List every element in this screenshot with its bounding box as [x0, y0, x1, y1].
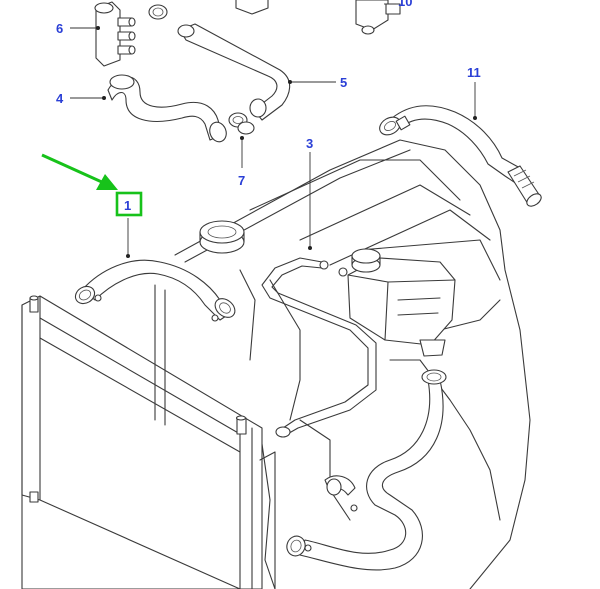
formed-hose-part-4: [107, 74, 227, 143]
hose-clip-top: [148, 4, 168, 20]
t-connector-part-6: [94, 1, 136, 67]
highlight-marker: [41, 153, 143, 217]
expansion-tank: [338, 248, 456, 357]
callout-labels: 1 3 4 5 6 7 10 11: [56, 0, 481, 213]
long-hose-part-5: [177, 23, 291, 121]
hose-clips-part-7: [228, 112, 255, 135]
callout-5[interactable]: 5: [340, 75, 347, 90]
highlight-box: [115, 191, 143, 217]
bottom-hoses: [286, 369, 447, 571]
top-radiator-hose: [74, 259, 236, 322]
valve-part-10: [235, 0, 401, 35]
leader-lines: [70, 3, 477, 258]
callout-11[interactable]: 11: [467, 65, 481, 80]
pointer-arrowhead: [96, 174, 118, 190]
filler-cap: [199, 220, 245, 254]
callout-4[interactable]: 4: [56, 91, 64, 106]
callout-3[interactable]: 3: [306, 136, 313, 151]
heater-hose-part-11: [379, 105, 542, 207]
callout-7[interactable]: 7: [238, 173, 245, 188]
bypass-pipe: [261, 257, 377, 438]
callout-10[interactable]: 10: [398, 0, 412, 9]
callout-1[interactable]: 1: [124, 198, 131, 213]
pointer-arrow: [41, 153, 105, 185]
radiator: [21, 284, 276, 589]
callout-6[interactable]: 6: [56, 21, 63, 36]
